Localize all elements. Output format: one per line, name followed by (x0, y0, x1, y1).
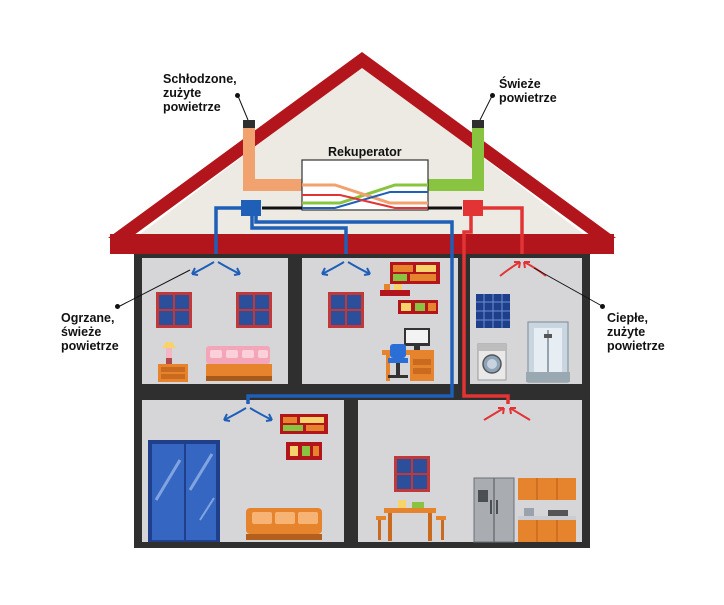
extract-ducts (462, 206, 524, 404)
recuperator-flow-exhaust (302, 183, 428, 205)
fresh-chimney-cap (472, 120, 484, 128)
supply-junction-box (241, 200, 261, 216)
label-supply-air: Ogrzane, świeże powietrze (61, 311, 119, 353)
callout-dot-exhaust (235, 93, 240, 98)
wall-shelves-living (280, 414, 328, 460)
nightstand (158, 342, 188, 382)
office-chair (388, 344, 408, 378)
exhaust-chimney-cap (243, 120, 255, 128)
wall-shelves-office (380, 262, 440, 314)
label-recuperator: Rekuperator (328, 145, 402, 159)
refrigerator (473, 477, 515, 543)
supply-ducts (214, 206, 454, 404)
extract-vent-arrows-kitchen (483, 407, 531, 421)
supply-vent-arrows-office (321, 261, 371, 276)
desk-with-computer (382, 328, 434, 381)
balcony-door (148, 440, 220, 542)
exhaust-duct (243, 128, 303, 191)
callout-lines (117, 95, 603, 308)
recuperator-flow-fresh (302, 183, 428, 205)
label-fresh-air: Świeże powietrze (499, 77, 557, 105)
callout-dot-fresh (490, 93, 495, 98)
roof-eave-bar (110, 234, 614, 254)
shower-cabin (526, 321, 570, 383)
supply-vent-arrows-living (223, 407, 273, 422)
bed (206, 346, 272, 381)
sofa (246, 508, 322, 540)
window-kitchen (394, 456, 430, 492)
window-bedroom-left (156, 292, 192, 328)
callout-dot-supply (115, 304, 120, 309)
recuperator-flow-extract (302, 194, 428, 209)
label-exhaust-air: Schłodzone, zużyte powietrze (163, 72, 237, 114)
label-extract-air: Ciepłe, zużyte powietrze (607, 311, 665, 353)
fresh-duct (428, 128, 484, 191)
window-office (328, 292, 364, 328)
extract-junction-box (463, 200, 483, 216)
dining-table (376, 500, 446, 541)
kitchen-cabinets (518, 478, 576, 542)
supply-vent-arrows-bedroom (191, 261, 241, 276)
window-bedroom-right (236, 292, 272, 328)
attic-background (135, 66, 589, 238)
window-bathroom (476, 294, 510, 328)
washing-machine (477, 343, 507, 381)
callout-dot-extract (600, 304, 605, 309)
